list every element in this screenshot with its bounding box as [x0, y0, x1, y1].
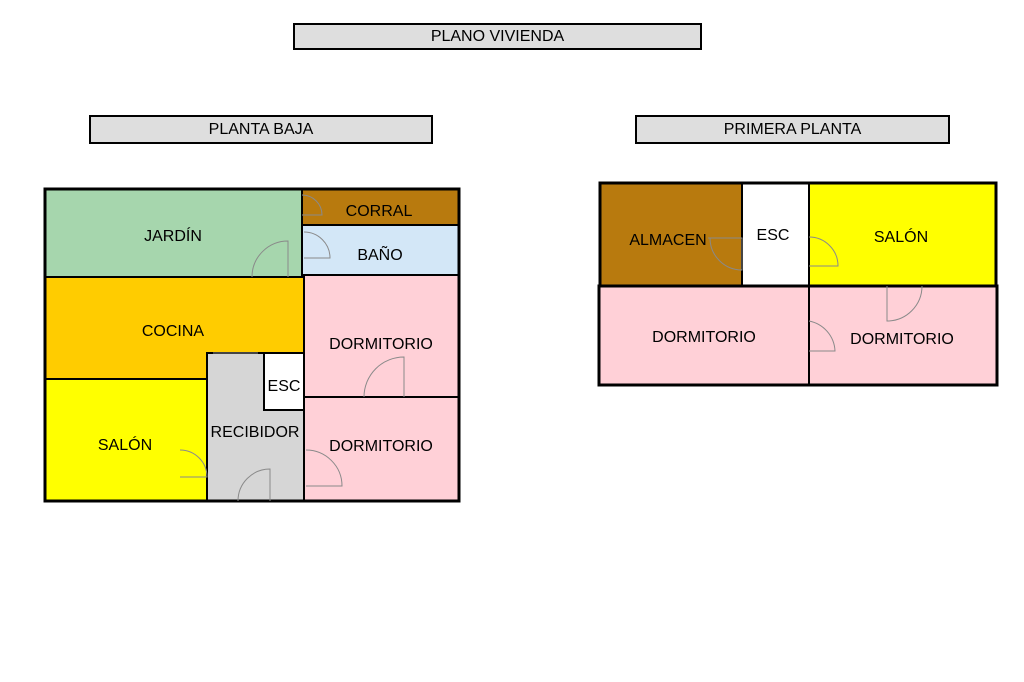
label-salon-first: SALÓN	[874, 227, 928, 246]
label-esc: ESC	[268, 378, 301, 395]
door-dormitorio-2-swing	[305, 449, 343, 487]
first-floor-outline-bottom	[597, 284, 999, 387]
ground-floor-doors	[179, 194, 405, 502]
door-almacen-swing	[708, 237, 743, 271]
first-floor-labels: ALMACEN ESC SALÓN DORMITORIO DORMITORIO	[629, 227, 954, 348]
label-dormitorio-2: DORMITORIO	[329, 438, 433, 455]
door-entrance-swing	[237, 468, 271, 502]
room-dormitorio-first-1	[598, 285, 810, 386]
label-jardin: JARDÍN	[144, 226, 202, 245]
door-dormitorio-first-1-swing	[808, 320, 836, 352]
label-dormitorio-first-2: DORMITORIO	[850, 331, 954, 348]
door-corral-swing	[301, 194, 323, 216]
ground-floor-title: PLANTA BAJA	[89, 115, 433, 144]
door-salon-swing	[179, 449, 208, 478]
label-cocina: COCINA	[142, 323, 205, 340]
room-salon	[44, 378, 208, 502]
label-dormitorio-first-1: DORMITORIO	[652, 329, 756, 346]
door-dormitorio-1-swing	[363, 356, 405, 398]
ground-floor-outline	[43, 187, 461, 503]
room-esc	[263, 352, 305, 411]
room-esc-first	[741, 182, 810, 287]
ground-floor-labels: JARDÍN CORRAL BAÑO COCINA DORMITORIO ESC…	[98, 203, 433, 455]
label-recibidor: RECIBIDOR	[211, 424, 300, 441]
door-dormitorio-first-2-swing	[886, 285, 923, 322]
label-dormitorio-1: DORMITORIO	[329, 336, 433, 353]
door-jardin-swing	[251, 240, 289, 278]
first-floor-plan	[597, 181, 999, 387]
ground-floor-plan	[43, 187, 461, 503]
room-almacen	[599, 182, 743, 287]
first-floor-doors	[708, 236, 923, 352]
label-esc-first: ESC	[757, 227, 790, 244]
label-corral: CORRAL	[346, 203, 413, 220]
door-bano-swing	[303, 231, 331, 259]
label-almacen: ALMACEN	[629, 232, 706, 249]
page-title: PLANO VIVIENDA	[293, 23, 702, 50]
door-salon-first-swing	[808, 236, 839, 267]
first-floor-title: PRIMERA PLANTA	[635, 115, 950, 144]
label-salon: SALÓN	[98, 435, 152, 454]
label-bano: BAÑO	[357, 244, 402, 264]
